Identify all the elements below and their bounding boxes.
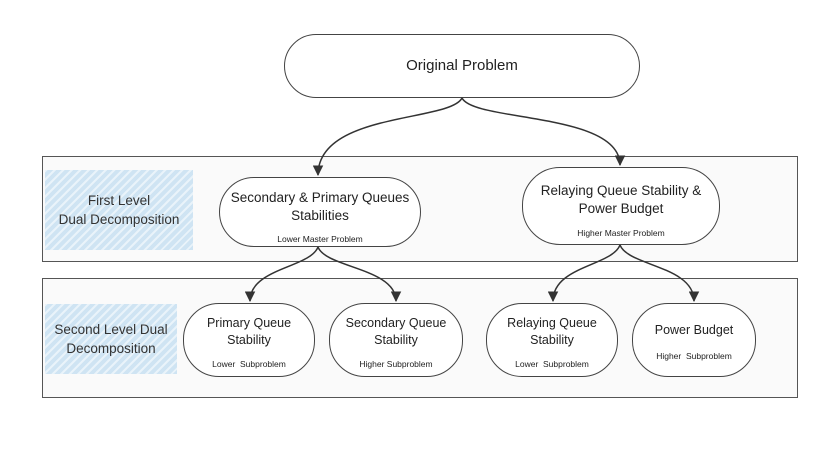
arrow-higher-master-to-relaying [547,244,621,303]
second-level-label: Second Level Dual Decomposition [45,304,177,374]
relaying-queue-title-line2: Stability [530,333,574,347]
first-level-label-line2: Dual Decomposition [58,212,180,227]
relaying-queue-title-line1: Relaying Queue [507,316,597,330]
arrow-root-to-lower-master [312,97,463,177]
primary-queue-title-line1: Primary Queue [206,316,292,330]
relaying-queue-stability-node: Relaying Queue Stability Lower Subproble… [486,303,618,377]
secondary-queue-subtitle: Higher Subproblem [359,359,433,369]
second-level-label-line1: Second Level Dual [54,322,168,337]
lower-master-problem-node: Secondary & Primary Queues Stabilities L… [219,177,421,247]
secondary-queue-title-line2: Stability [374,333,418,347]
second-level-label-line2: Decomposition [66,341,156,356]
secondary-queue-stability-node: Secondary Queue Stability Higher Subprob… [329,303,463,377]
higher-master-title-line1: Relaying Queue Stability & [540,183,702,198]
power-budget-subtitle: Higher Subproblem [656,351,732,361]
arrow-lower-master-to-secondary [317,246,402,303]
power-budget-node: Power Budget Higher Subproblem [632,303,756,377]
original-problem-node: Original Problem [284,34,640,98]
higher-master-subtitle: Higher Master Problem [577,228,665,238]
arrow-higher-master-to-power [619,244,700,303]
original-problem-label: Original Problem [406,57,518,74]
primary-queue-title-line2: Stability [227,333,271,347]
higher-master-title-line2: Power Budget [578,201,664,216]
primary-queue-subtitle: Lower Subproblem [212,359,286,369]
arrow-root-to-higher-master [461,97,626,167]
lower-master-subtitle: Lower Master Problem [277,234,363,244]
secondary-queue-title-line1: Secondary Queue [345,316,447,330]
power-budget-title: Power Budget [654,323,734,337]
arrow-lower-master-to-primary [244,246,319,303]
relaying-queue-subtitle: Lower Subproblem [515,359,589,369]
first-level-label: First Level Dual Decomposition [45,170,193,250]
higher-master-problem-node: Relaying Queue Stability & Power Budget … [522,167,720,245]
lower-master-title-line2: Stabilities [291,208,349,223]
lower-master-title-line1: Secondary & Primary Queues [230,190,410,205]
primary-queue-stability-node: Primary Queue Stability Lower Subproblem [183,303,315,377]
first-level-label-line1: First Level [87,193,151,208]
